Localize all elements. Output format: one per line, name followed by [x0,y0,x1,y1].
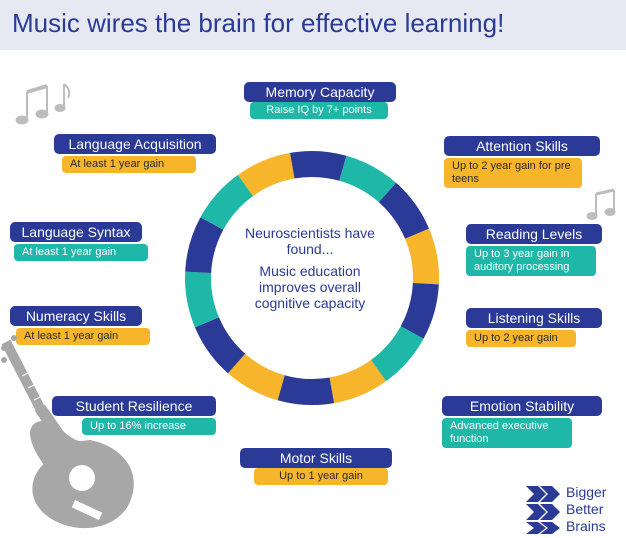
ring-segment [277,375,335,405]
label-attention-detail: Up to 2 year gain for pre teens [444,158,582,188]
label-numeracy-title: Numeracy Skills [10,306,142,326]
label-motor-detail: Up to 1 year gain [254,468,388,485]
ring-segment [400,282,439,339]
ring-segment [227,353,286,401]
center-text: Neuroscientists have found... Music educ… [230,225,390,317]
brain-logo-icon [526,486,560,534]
ring-segment [185,271,220,328]
label-memory-title: Memory Capacity [244,82,396,102]
label-resilience-detail: Up to 16% increase [82,418,216,435]
label-reading-title: Reading Levels [466,224,602,244]
label-listening-detail: Up to 2 year gain [466,330,576,347]
label-numeracy-detail: At least 1 year gain [16,328,150,345]
ring-segment [378,182,430,240]
label-listening: Listening Skills Up to 2 year gain [466,308,602,347]
page-title: Music wires the brain for effective lear… [12,8,505,38]
label-attention-title: Attention Skills [444,136,600,156]
label-emotion: Emotion Stability Advanced executive fun… [442,396,602,448]
label-memory-detail: Raise IQ by 7+ points [250,102,388,119]
label-reading-detail: Up to 3 year gain in auditory processing [466,246,596,276]
ring-segment [404,228,439,285]
ring-segment [200,174,254,231]
label-attention: Attention Skills Up to 2 year gain for p… [444,136,600,188]
label-syntax-detail: At least 1 year gain [14,244,148,261]
label-numeracy: Numeracy Skills At least 1 year gain [10,306,150,345]
logo-text: Bigger Better Brains [566,484,606,535]
logo-line-1: Bigger [566,484,607,500]
title-bar: Music wires the brain for effective lear… [0,0,626,50]
center-line-2: Music education improves overall cogniti… [254,263,366,311]
music-notes-icon [586,188,616,220]
ring-segment [338,155,397,203]
ring-segment [185,217,224,274]
logo-line-3: Brains [566,518,606,534]
center-line-1: Neuroscientists have found... [245,225,375,257]
ring-segment [329,359,387,404]
label-acquisition-detail: At least 1 year gain [62,156,196,173]
ring-segment [237,152,295,197]
label-syntax-title: Language Syntax [10,222,142,242]
label-motor-title: Motor Skills [240,448,392,468]
label-memory: Memory Capacity Raise IQ by 7+ points [244,82,396,119]
logo-line-2: Better [566,501,604,517]
guitar-icon [1,335,134,529]
ring-segment [194,316,246,374]
label-resilience-title: Student Resilience [52,396,216,416]
label-listening-title: Listening Skills [466,308,602,328]
label-emotion-title: Emotion Stability [442,396,602,416]
label-acquisition: Language Acquisition At least 1 year gai… [54,134,216,173]
ring-segment [289,151,347,181]
music-notes-icon [15,83,71,125]
label-emotion-detail: Advanced executive function [442,418,572,448]
label-acquisition-title: Language Acquisition [54,134,216,154]
label-syntax: Language Syntax At least 1 year gain [10,222,148,261]
ring-segment [370,325,424,382]
label-reading: Reading Levels Up to 3 year gain in audi… [466,224,602,276]
label-resilience: Student Resilience Up to 16% increase [52,396,216,435]
label-motor: Motor Skills Up to 1 year gain [240,448,392,485]
